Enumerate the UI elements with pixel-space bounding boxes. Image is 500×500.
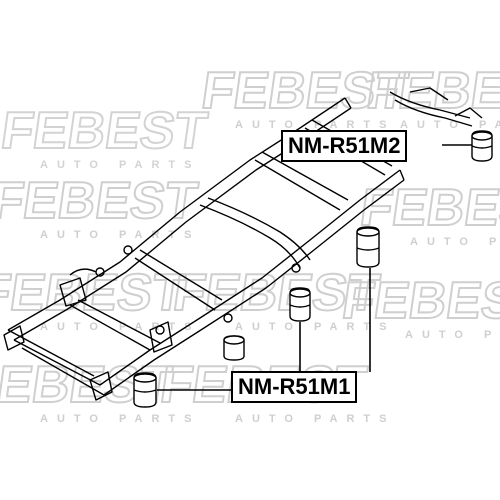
watermark-logo: FEBEST AUTO PARTS [169,263,396,333]
svg-text:AUTO PARTS: AUTO PARTS [40,229,201,241]
leader-lines [157,144,472,391]
bushings [133,130,493,408]
svg-text:FEBEST: FEBEST [170,264,383,322]
svg-text:FEBEST: FEBEST [0,102,211,160]
svg-text:AUTO PARTS: AUTO PARTS [40,159,201,171]
svg-text:AUTO PARTS: AUTO PARTS [400,119,500,131]
svg-text:AUTO PARTS: AUTO PARTS [40,321,201,333]
bushing-installed [223,335,245,361]
part-number-label-lower: NM-R51M1 [231,371,358,403]
svg-text:AUTO PARTS: AUTO PARTS [405,329,500,341]
watermark-logo: FEBEST AUTO PARTS [197,61,412,131]
svg-text:AUTO PARTS: AUTO PARTS [235,413,396,425]
svg-text:FEBEST: FEBEST [0,264,188,322]
bushing-lower-left [133,372,157,408]
bushing-lower-mid [289,287,311,322]
svg-text:AUTO PARTS: AUTO PARTS [235,119,396,131]
vehicle-frame [3,87,483,401]
svg-text:AUTO PARTS: AUTO PARTS [40,413,201,425]
bushing-lower-right [356,226,380,268]
svg-text:AUTO PARTS: AUTO PARTS [410,236,500,248]
watermark-logo: FEBEST AUTO PARTS [0,101,212,171]
svg-text:AUTO PARTS: AUTO PARTS [235,321,396,333]
bushing-upper [471,130,493,162]
svg-text:FEBEST: FEBEST [198,62,411,120]
front-section [3,268,173,401]
svg-text:FEBEST: FEBEST [363,62,500,120]
part-number-label-upper: NM-R51M2 [281,130,408,162]
rear-section [389,87,483,127]
watermark-logo: FEBEST AUTO PARTS [0,171,202,241]
svg-text:FEBEST: FEBEST [357,179,500,237]
svg-text:FEBEST: FEBEST [339,272,500,330]
svg-text:FEBEST: FEBEST [0,172,201,230]
watermark-logo: FEBEST AUTO PARTS [356,178,500,248]
watermark-logo: FEBEST AUTO PARTS [362,61,500,131]
watermark-logo: FEBEST AUTO PARTS [338,271,500,341]
